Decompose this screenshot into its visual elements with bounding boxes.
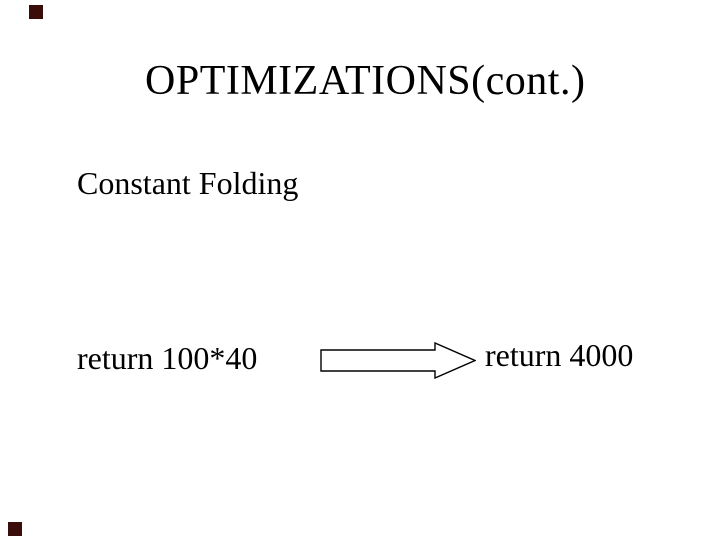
right-arrow-icon <box>320 342 476 379</box>
code-after: return 4000 <box>485 337 634 373</box>
topic-heading: Constant Folding <box>77 165 299 201</box>
slide-title: OPTIMIZATIONS(cont.) <box>145 58 586 104</box>
corner-marker-bottom-left-icon <box>8 522 22 536</box>
code-before: return 100*40 <box>77 340 258 376</box>
corner-marker-top-left-icon <box>29 5 43 19</box>
